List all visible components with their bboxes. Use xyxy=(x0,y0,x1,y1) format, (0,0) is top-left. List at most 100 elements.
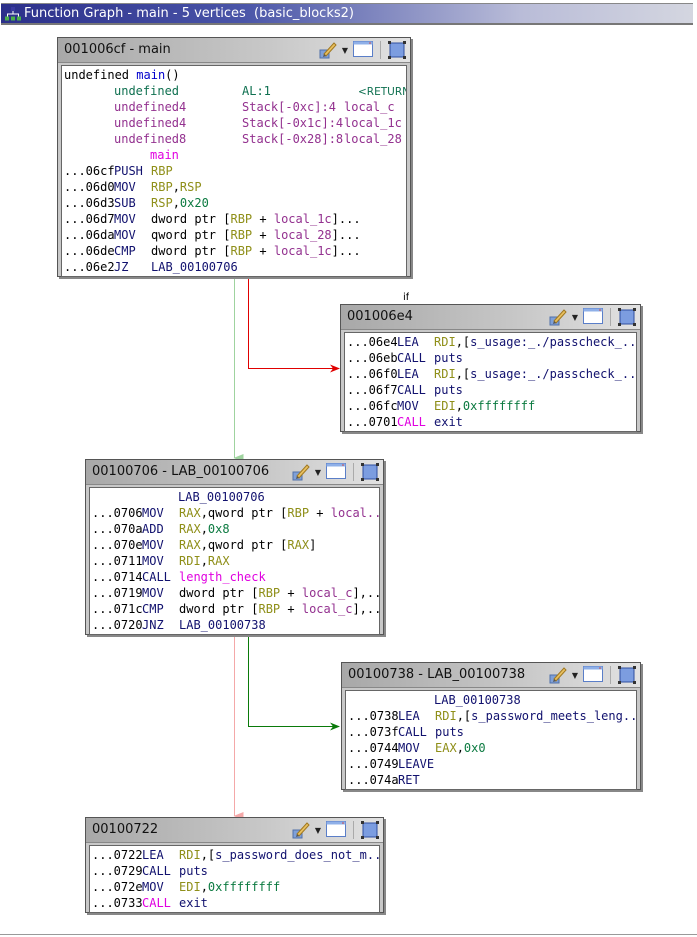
popup-menu-icon[interactable] xyxy=(292,463,310,481)
block-header[interactable]: 00100706 - LAB_00100706 ▼ xyxy=(86,460,383,485)
operand: RDI xyxy=(435,709,457,723)
instruction-row[interactable]: ...0749LEAVE xyxy=(348,756,636,772)
code-block-00100738[interactable]: 00100738 - LAB_00100738▼LAB_00100738...0… xyxy=(341,662,641,790)
instruction-address: ...0714 xyxy=(92,570,143,584)
restore-window-icon[interactable] xyxy=(353,41,373,59)
instruction-mnemonic: CALL xyxy=(397,415,426,429)
restore-window-icon[interactable] xyxy=(326,821,346,839)
instruction-mnemonic: CALL xyxy=(397,383,426,397)
block-title: 00100706 - LAB_00100706 xyxy=(92,464,270,479)
label-text[interactable]: main xyxy=(150,148,179,162)
instruction-mnemonic: MOV xyxy=(142,554,164,568)
fullscreen-icon[interactable] xyxy=(361,463,379,481)
operand: local_28 xyxy=(273,228,332,242)
instruction-mnemonic: CALL xyxy=(398,725,427,739)
popup-menu-icon[interactable] xyxy=(319,41,337,59)
dropdown-caret-icon[interactable]: ▼ xyxy=(314,825,322,835)
operand: ,[ xyxy=(455,367,471,381)
popup-menu-icon[interactable] xyxy=(292,821,310,839)
edge-main-to-001006e4[interactable] xyxy=(248,277,340,373)
function-name[interactable]: main xyxy=(136,68,166,82)
instruction-mnemonic: CALL xyxy=(142,570,171,584)
operand: ]... xyxy=(331,212,361,226)
operand: EAX xyxy=(435,741,457,755)
block-header[interactable]: 001006e4▼ xyxy=(341,305,640,330)
edge-00100706-to-00100738[interactable] xyxy=(248,635,340,731)
fullscreen-icon[interactable] xyxy=(388,41,406,59)
instruction-address: ...070a xyxy=(92,522,143,536)
dropdown-caret-icon[interactable]: ▼ xyxy=(571,312,579,322)
popup-menu-icon[interactable] xyxy=(549,666,567,684)
operand: + xyxy=(252,244,274,258)
code-block-main[interactable]: 001006cf - main▼undefined main()undefine… xyxy=(57,37,411,277)
operand: RBP xyxy=(230,244,253,258)
fullscreen-icon[interactable] xyxy=(361,821,379,839)
operand: , xyxy=(172,196,180,210)
instruction-row[interactable]: ...074aRET xyxy=(348,772,636,788)
operand: + xyxy=(280,602,302,616)
instruction-address: ...0729 xyxy=(92,864,143,878)
dropdown-caret-icon[interactable]: ▼ xyxy=(314,467,322,477)
restore-window-icon[interactable] xyxy=(583,308,603,326)
operand: ] xyxy=(309,538,317,552)
dropdown-caret-icon[interactable]: ▼ xyxy=(341,45,349,55)
label-text[interactable]: LAB_00100738 xyxy=(434,693,521,707)
code-block-00100706[interactable]: 00100706 - LAB_00100706▼LAB_00100706...0… xyxy=(85,459,384,635)
fullscreen-icon[interactable] xyxy=(618,308,636,326)
instruction-mnemonic: CALL xyxy=(142,896,171,910)
restore-window-icon[interactable] xyxy=(326,463,346,481)
block-header[interactable]: 00100722▼ xyxy=(86,818,383,843)
operand: RDI xyxy=(179,848,201,862)
label-text[interactable]: LAB_00100706 xyxy=(178,490,265,504)
block-header[interactable]: 001006cf - main▼ xyxy=(58,38,410,63)
dropdown-caret-icon[interactable]: ▼ xyxy=(571,670,579,680)
instruction-address: ...0711 xyxy=(92,554,143,568)
instruction-mnemonic: MOV xyxy=(142,880,164,894)
popup-menu-icon[interactable] xyxy=(549,308,567,326)
restore-window-icon[interactable] xyxy=(583,666,603,684)
window-titlebar: Function Graph - main - 5 vertices (basi… xyxy=(1,3,693,25)
fullscreen-icon[interactable] xyxy=(618,666,636,684)
instruction-address: ...06cf xyxy=(64,164,115,178)
operand: RDI xyxy=(179,554,201,568)
operand: ],... xyxy=(352,586,379,600)
instruction-mnemonic: MOV xyxy=(142,506,164,520)
block-listing[interactable]: undefined main()undefinedAL:1<RETURN>und… xyxy=(61,65,407,277)
block-header[interactable]: 00100738 - LAB_00100738▼ xyxy=(342,663,640,688)
operand: puts xyxy=(434,383,463,397)
